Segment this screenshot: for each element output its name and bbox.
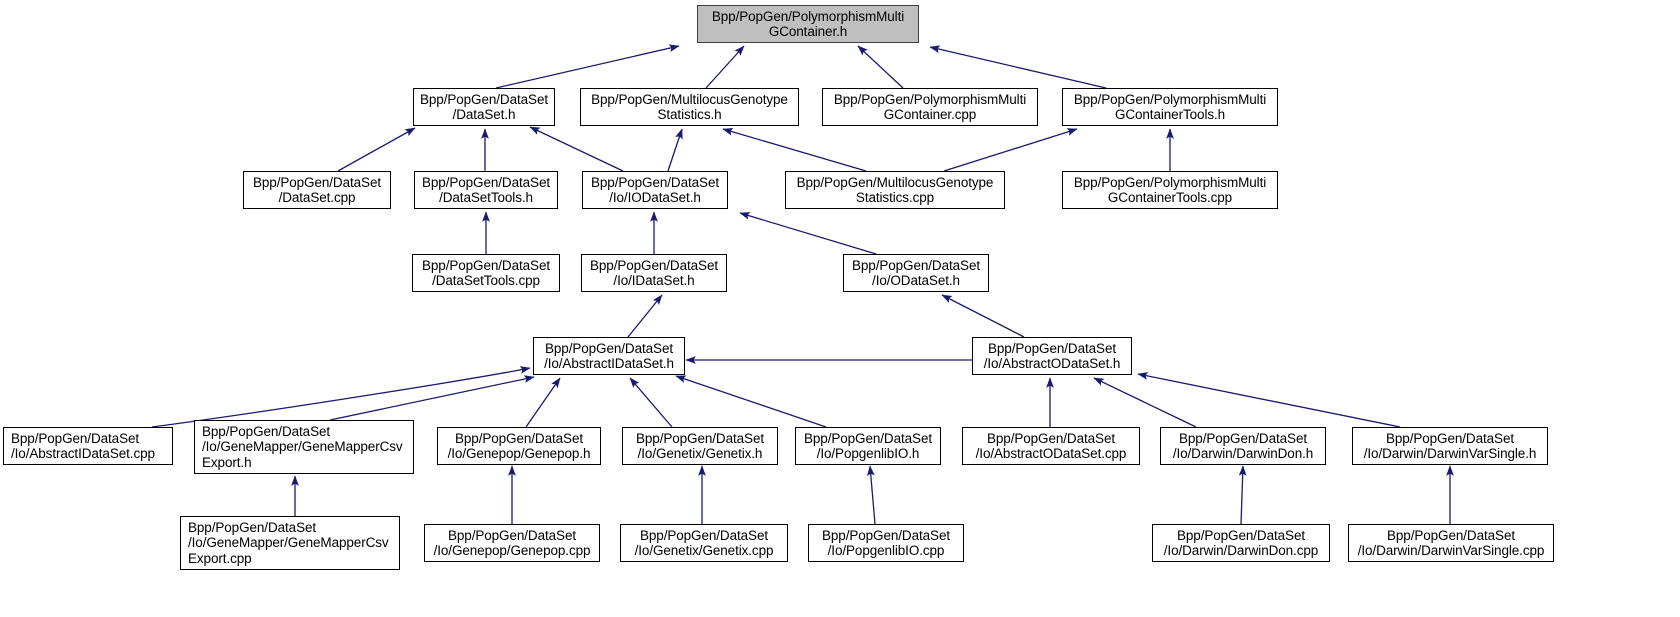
dependency-edge [525,377,561,428]
dependency-edge [929,45,1107,89]
graph-node[interactable]: Bpp/PopGen/DataSet /Io/IDataSet.h [581,254,727,292]
dependency-edge [705,45,745,89]
dependency-edge [739,212,877,255]
node-label: Bpp/PopGen/DataSet /Io/Darwin/DarwinVarS… [1363,430,1537,462]
graph-node[interactable]: Bpp/PopGen/DataSet /Io/Darwin/DarwinDon.… [1160,427,1326,465]
graph-node[interactable]: Bpp/PopGen/MultilocusGenotype Statistics… [785,171,1005,209]
node-label: Bpp/PopGen/DataSet /DataSet.cpp [252,174,382,206]
node-label: Bpp/PopGen/DataSet /Io/ODataSet.h [851,257,981,289]
node-label: Bpp/PopGen/PolymorphismMulti GContainer.… [833,91,1027,123]
graph-node[interactable]: Bpp/PopGen/DataSet /Io/AbstractIDataSet.… [3,427,173,465]
graph-node[interactable]: Bpp/PopGen/DataSet /Io/Darwin/DarwinVarS… [1352,427,1548,465]
graph-node[interactable]: Bpp/PopGen/DataSet /Io/PopgenlibIO.cpp [808,524,964,562]
dependency-edge [675,375,827,428]
node-label: Bpp/PopGen/DataSet /Io/Genepop/Genepop.c… [433,527,591,559]
dependency-edge [941,294,1025,338]
node-label: Bpp/PopGen/DataSet /Io/GeneMapper/GeneMa… [188,519,389,566]
graph-node[interactable]: Bpp/PopGen/PolymorphismMulti GContainerT… [1062,171,1278,209]
node-label: Bpp/PopGen/PolymorphismMulti GContainer.… [711,8,905,40]
node-label: Bpp/PopGen/DataSet /Io/Darwin/DarwinDon.… [1163,527,1319,559]
node-label: Bpp/PopGen/DataSet /Io/AbstractODataSet.… [983,340,1121,372]
dependency-edge [857,45,904,89]
dependency-edge [627,294,663,338]
graph-node[interactable]: Bpp/PopGen/DataSet /Io/GeneMapper/GeneMa… [194,420,414,474]
node-label: Bpp/PopGen/DataSet /Io/AbstractIDataSet.… [544,340,674,372]
node-label: Bpp/PopGen/DataSet /DataSetTools.h [421,174,551,206]
graph-node[interactable]: Bpp/PopGen/DataSet /Io/Genetix/Genetix.c… [620,524,788,562]
graph-node[interactable]: Bpp/PopGen/DataSet /Io/PopgenlibIO.h [795,427,941,465]
graph-node[interactable]: Bpp/PopGen/DataSet /Io/Genetix/Genetix.h [622,427,778,465]
node-label: Bpp/PopGen/DataSet /Io/PopgenlibIO.h [803,430,933,462]
dependency-edge [329,375,535,421]
dependency-edge [722,128,867,172]
node-label: Bpp/PopGen/DataSet /Io/IODataSet.h [590,174,720,206]
node-label: Bpp/PopGen/DataSet /Io/Darwin/DarwinDon.… [1172,430,1314,462]
dependency-edge [337,127,416,172]
dependency-edge [495,44,680,89]
graph-node[interactable]: Bpp/PopGen/MultilocusGenotype Statistics… [580,88,799,126]
dependency-edge [629,377,673,428]
dependency-edge [866,465,876,525]
node-label: Bpp/PopGen/MultilocusGenotype Statistics… [796,174,994,206]
node-label: Bpp/PopGen/DataSet /Io/AbstractODataSet.… [975,430,1127,462]
graph-node[interactable]: Bpp/PopGen/PolymorphismMulti GContainer.… [822,88,1038,126]
node-label: Bpp/PopGen/MultilocusGenotype Statistics… [591,91,788,123]
dependency-edge [667,128,683,172]
node-label: Bpp/PopGen/DataSet /Io/PopgenlibIO.cpp [821,527,951,559]
graph-node[interactable]: Bpp/PopGen/DataSet /Io/AbstractODataSet.… [972,337,1132,375]
node-label: Bpp/PopGen/DataSet /Io/Genetix/Genetix.h [635,430,765,462]
graph-node[interactable]: Bpp/PopGen/DataSet /Io/AbstractODataSet.… [962,427,1140,465]
dependency-edge [1238,465,1247,525]
graph-node[interactable]: Bpp/PopGen/DataSet /Io/AbstractIDataSet.… [533,337,685,375]
graph-node[interactable]: Bpp/PopGen/DataSet /Io/Darwin/DarwinDon.… [1152,524,1330,562]
graph-node[interactable]: Bpp/PopGen/DataSet /DataSetTools.cpp [412,254,560,292]
dependency-edge [943,128,1078,172]
graph-node[interactable]: Bpp/PopGen/DataSet /DataSetTools.h [414,171,558,209]
node-label: Bpp/PopGen/DataSet /Io/Genetix/Genetix.c… [634,527,774,559]
node-label: Bpp/PopGen/DataSet /Io/AbstractIDataSet.… [11,430,155,462]
graph-node[interactable]: Bpp/PopGen/DataSet /Io/Darwin/DarwinVarS… [1348,524,1554,562]
graph-node[interactable]: Bpp/PopGen/DataSet /Io/Genepop/Genepop.h [437,427,601,465]
node-label: Bpp/PopGen/DataSet /Io/Genepop/Genepop.h [447,430,591,462]
dependency-edge [151,366,531,428]
node-label: Bpp/PopGen/DataSet /DataSet.h [419,91,549,123]
graph-node[interactable]: Bpp/PopGen/DataSet /DataSet.cpp [243,171,391,209]
graph-node[interactable]: Bpp/PopGen/PolymorphismMulti GContainerT… [1062,88,1278,126]
root-node[interactable]: Bpp/PopGen/PolymorphismMulti GContainer.… [697,5,919,43]
dependency-edge [1137,372,1401,428]
node-label: Bpp/PopGen/DataSet /Io/GeneMapper/GeneMa… [202,423,403,470]
node-label: Bpp/PopGen/PolymorphismMulti GContainerT… [1073,174,1267,206]
graph-node[interactable]: Bpp/PopGen/DataSet /Io/ODataSet.h [843,254,989,292]
dependency-edge [1093,377,1197,428]
graph-node[interactable]: Bpp/PopGen/DataSet /Io/GeneMapper/GeneMa… [180,516,400,570]
dependency-edge [529,126,624,172]
node-label: Bpp/PopGen/DataSet /DataSetTools.cpp [421,257,551,289]
graph-node[interactable]: Bpp/PopGen/DataSet /Io/Genepop/Genepop.c… [424,524,600,562]
graph-node[interactable]: Bpp/PopGen/DataSet /DataSet.h [413,88,555,126]
node-label: Bpp/PopGen/DataSet /Io/IDataSet.h [589,257,719,289]
graph-node[interactable]: Bpp/PopGen/DataSet /Io/IODataSet.h [582,171,728,209]
node-label: Bpp/PopGen/PolymorphismMulti GContainerT… [1073,91,1267,123]
node-label: Bpp/PopGen/DataSet /Io/Darwin/DarwinVarS… [1357,527,1545,559]
